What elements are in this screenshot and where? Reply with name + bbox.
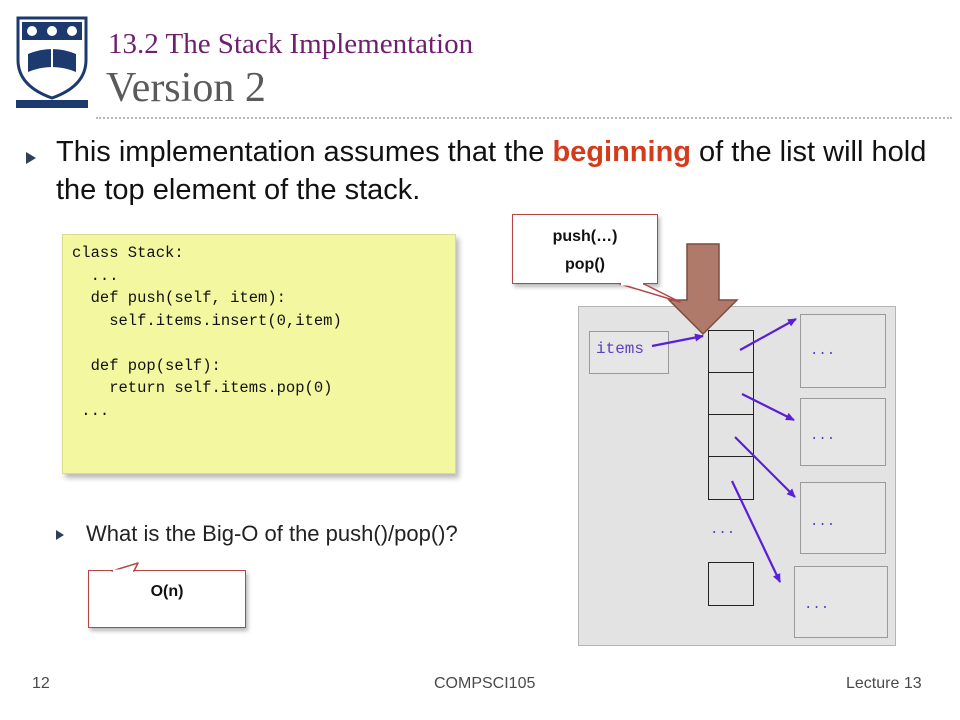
- element-ellipsis: ...: [804, 597, 830, 613]
- bullet-text-question: What is the Big-O of the push()/pop()?: [86, 521, 458, 546]
- pointer-arrow: [741, 393, 795, 421]
- pointer-arrow: [734, 436, 796, 498]
- element-ellipsis: ...: [810, 514, 836, 530]
- element-box: [794, 566, 888, 638]
- element-ellipsis: ...: [810, 343, 836, 359]
- element-box: [800, 398, 886, 466]
- push-pop-callout: [512, 214, 658, 284]
- element-box: [800, 314, 886, 388]
- element-ellipsis: ...: [810, 428, 836, 444]
- course-name: COMPSCI105: [434, 675, 536, 692]
- answer-callout: [88, 570, 246, 628]
- title-divider: [96, 117, 952, 119]
- list-cell: [708, 456, 754, 500]
- bullet-text-emphasis: beginning: [552, 136, 691, 168]
- list-cell-last: [708, 562, 754, 606]
- triangle-bullet-icon: [56, 530, 64, 540]
- element-box: [800, 482, 886, 554]
- list-ellipsis: ...: [710, 522, 736, 538]
- triangle-bullet-icon: [26, 152, 36, 164]
- bullet-text-main: This implementation assumes that the beg…: [56, 133, 936, 209]
- pointer-arrow: [651, 333, 704, 348]
- slide-title: 13.2 The Stack Implementation: [108, 28, 474, 60]
- callout-push-label: push(…): [552, 228, 618, 245]
- lecture-label: Lecture 13: [846, 675, 922, 692]
- code-listing: class Stack: ... def push(self, item): s…: [72, 244, 342, 420]
- items-variable-label: items: [596, 340, 645, 358]
- bullet-text-part1: This implementation assumes that the: [56, 136, 553, 168]
- items-variable-box: [589, 331, 669, 374]
- code-box: [62, 234, 456, 474]
- pointer-arrow: [731, 480, 781, 583]
- university-logo-icon: [12, 14, 92, 110]
- bullet-text-part2: of the list will hold the top element of…: [56, 136, 927, 206]
- slide-subtitle: Version 2: [106, 65, 266, 111]
- page-number: 12: [32, 675, 50, 692]
- answer-label: O(n): [150, 583, 184, 600]
- callout-pop-label: pop(): [565, 256, 605, 273]
- pointer-arrow: [739, 318, 797, 351]
